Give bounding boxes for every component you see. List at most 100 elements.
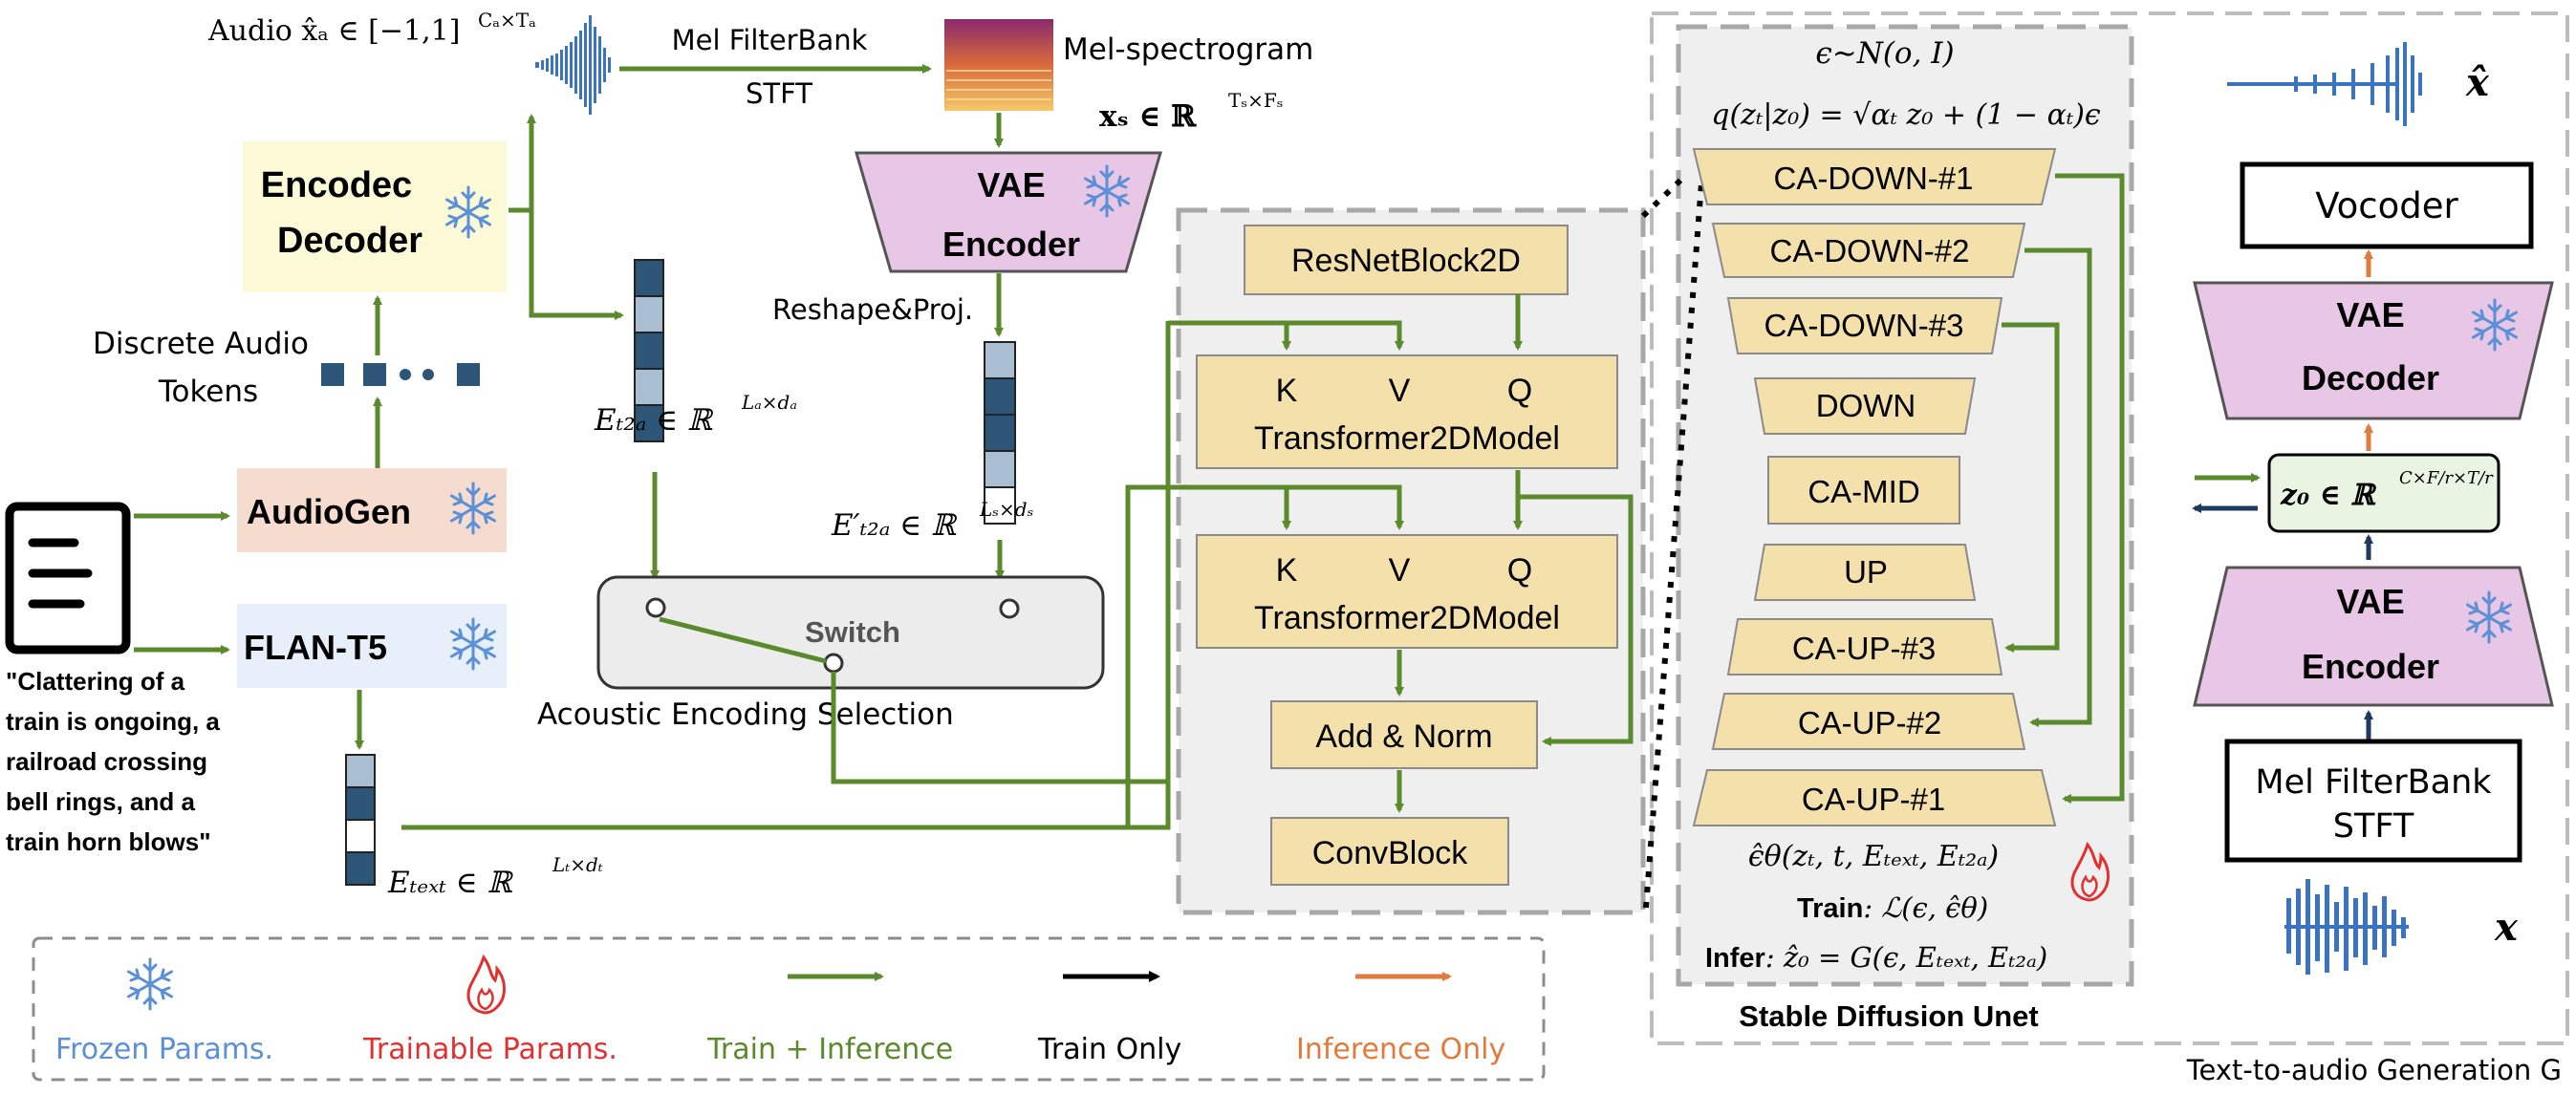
audiogen-label: AudioGen [247, 492, 411, 531]
arrow-encodec-to-e-t2a [529, 210, 624, 320]
mel-filterbank-right-label-2: STFT [2333, 807, 2414, 846]
legend-flame-icon [466, 955, 506, 1015]
acoustic-selection-label: Acoustic Encoding Selection [537, 697, 954, 732]
vae-decoder-label-1: VAE [2336, 295, 2404, 334]
right-dashed-frame [1650, 11, 2569, 1045]
unet-title: Stable Diffusion Unet [1739, 999, 2038, 1033]
legend-train-only-label: Train Only [1037, 1033, 1181, 1066]
mel-spectrogram-label: Mel-spectrogram [1063, 32, 1313, 67]
audiogen-box [237, 468, 507, 552]
noise-label: ϵ∼N(o, I) [1815, 36, 1954, 71]
vae-encoder-left [855, 151, 1162, 273]
vae-encoder-left-label-2: Encoder [942, 225, 1080, 264]
stft-label: STFT [746, 77, 812, 110]
ca-up-1-label: CA-UP-#1 [1802, 782, 1945, 817]
ca-down-1-block [1692, 148, 2057, 205]
add-norm-label: Add & Norm [1315, 719, 1492, 755]
caption-line: train horn blows" [6, 827, 211, 856]
k-label: K [1276, 373, 1298, 409]
transformer-1-box [1196, 354, 1618, 469]
audio-waveform-icon [535, 15, 611, 115]
z0-box [2267, 453, 2500, 533]
arrow-encodec-to-audio [509, 114, 536, 213]
token-column-e-t2a [634, 259, 664, 442]
q-label: Q [1507, 373, 1532, 409]
ca-up-1-block [1692, 769, 2057, 826]
vae-encoder-right-label-1: VAE [2336, 582, 2404, 621]
caption-line: train is ongoing, a [6, 707, 220, 736]
ca-mid-block [1767, 456, 1960, 525]
ca-up-3-block [1726, 618, 2003, 676]
k-label: K [1276, 552, 1298, 589]
e-t2a-prime-label: E′ₜ₂ₐ ∈ ℝ [831, 508, 958, 543]
legend-frozen-label: Frozen Params. [55, 1033, 273, 1066]
caption-line: "Clattering of a [6, 667, 185, 696]
audio-label-sup: Cₐ×Tₐ [478, 9, 536, 32]
ca-down-1-label: CA-DOWN-#1 [1773, 161, 1973, 196]
ca-up-2-block [1711, 693, 2026, 750]
audio-label: Audio x̂ₐ ∈ [−1,1] [207, 14, 460, 48]
transformer-2-label: Transformer2DModel [1254, 600, 1560, 636]
resnet-label: ResNetBlock2D [1291, 243, 1521, 279]
xs-label: xₛ ∈ ℝ [1099, 99, 1197, 134]
flan-t5-label: FLAN-T5 [244, 628, 387, 667]
eps-hat-label: ϵ̂θ(zₜ, t, Eₜₑₓₜ, Eₜ₂ₐ) [1748, 840, 1999, 873]
ca-up-3-label: CA-UP-#3 [1792, 631, 1936, 666]
x-label: x [2494, 905, 2519, 950]
reshape-proj-label: Reshape&Proj. [772, 293, 973, 326]
mel-spectrogram-icon [944, 19, 1053, 111]
ca-mid-label: CA-MID [1808, 474, 1919, 509]
legend-snowflake-icon [127, 957, 173, 1011]
train-bold: Train [1797, 893, 1863, 924]
infer-bold: Infer [1705, 943, 1765, 974]
v-label: V [1389, 373, 1411, 409]
vocoder-label: Vocoder [2315, 185, 2458, 226]
caption-line: bell rings, and a [6, 787, 195, 816]
convblock-box [1270, 817, 1509, 886]
vae-encoder-right-label-2: Encoder [2302, 647, 2439, 686]
mel-filterbank-right-box [2224, 739, 2522, 863]
input-waveform-icon [2284, 879, 2409, 975]
z0-label-sup: C×F/r×T/r [2399, 468, 2494, 488]
resnet-box [1244, 225, 1569, 295]
up-label: UP [1844, 554, 1888, 590]
transformer-1-label: Transformer2DModel [1254, 420, 1560, 457]
z0-label: z₀ ∈ ℝ [2280, 479, 2377, 512]
infer-rest: : ẑ₀ = G(ϵ, Eₜₑₓₜ, Eₜ₂ₐ) [1765, 941, 2047, 974]
ca-up-2-label: CA-UP-#2 [1798, 705, 1941, 740]
discrete-tokens-icon [321, 363, 480, 386]
encodec-label: Encodec [261, 165, 412, 205]
vae-decoder-label-2: Decoder [2302, 358, 2439, 397]
vae-encoder-left-label-1: VAE [977, 165, 1045, 204]
add-norm-box [1270, 700, 1538, 769]
token-column-e-t2a-prime [984, 341, 1016, 525]
infer-label: Infer: ẑ₀ = G(ϵ, Eₜₑₓₜ, Eₜ₂ₐ) [1705, 941, 2047, 974]
vae-encoder-right [2193, 566, 2554, 707]
v-label: V [1389, 552, 1411, 589]
vae-decoder-right [2193, 281, 2554, 420]
q-label: Q [1507, 552, 1532, 589]
mel-filterbank-label: Mel FilterBank [672, 24, 868, 56]
e-t2a-label: Eₜ₂ₐ ∈ ℝ [594, 403, 714, 438]
token-column-e-text [345, 754, 376, 886]
caption-text: "Clattering of a train is ongoing, a rai… [6, 667, 220, 856]
train-rest: : ℒ(ϵ, ϵ̂θ) [1863, 891, 1988, 924]
legend-frame [32, 936, 1546, 1082]
legend-trainable-label: Trainable Params. [362, 1033, 617, 1066]
x-hat-label: x̂ [2465, 60, 2490, 105]
legend-train-infer-label: Train + Inference [706, 1033, 953, 1066]
tta-title: Text-to-audio Generation G [2186, 1054, 2562, 1086]
e-text-label: Eₜₑₓₜ ∈ ℝ [387, 866, 514, 900]
legend-infer-only-label: Inference Only [1296, 1033, 1505, 1066]
zoom-dotted-line-top [1640, 174, 1687, 219]
transformer-2-box [1196, 534, 1618, 649]
decoder-label: Decoder [277, 221, 422, 261]
up-block [1753, 544, 1977, 601]
document-icon [5, 502, 131, 654]
xs-label-sup: Tₛ×Fₛ [1228, 89, 1283, 112]
ca-down-2-block [1711, 223, 2026, 278]
vocoder-box [2240, 161, 2534, 249]
e-text-label-sup: Lₜ×dₜ [552, 853, 603, 876]
